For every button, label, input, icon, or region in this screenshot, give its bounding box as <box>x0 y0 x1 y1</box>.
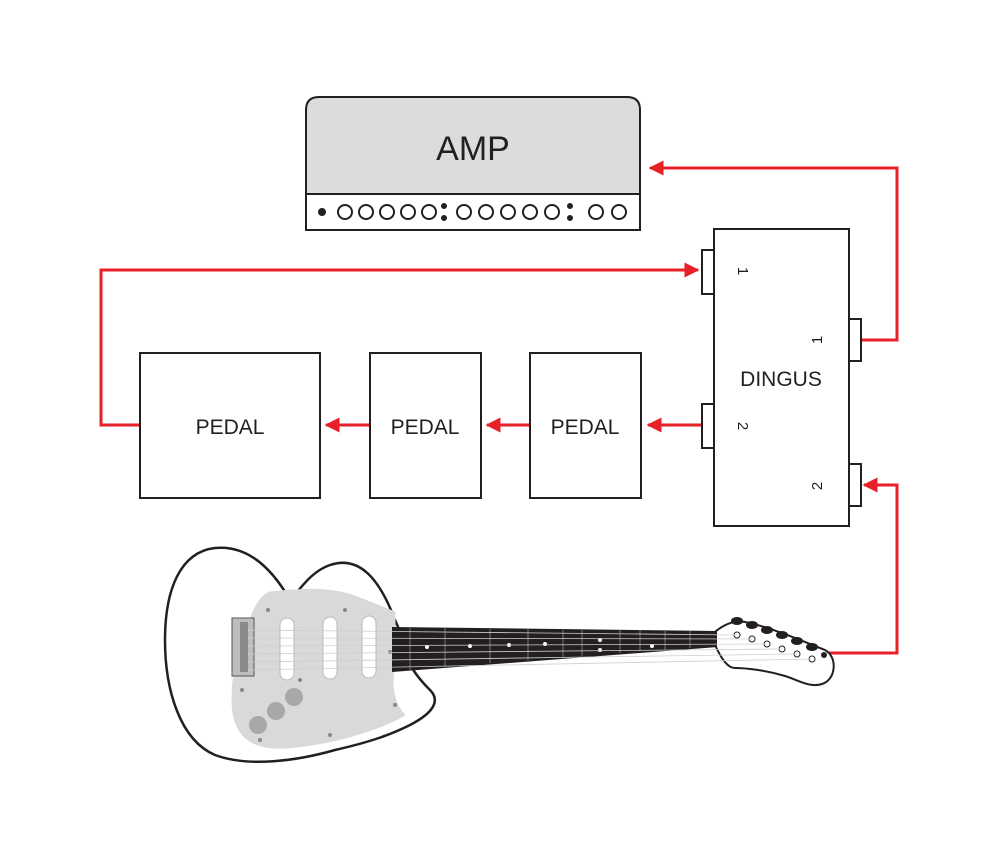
guitar-pickup-bridge <box>279 617 295 681</box>
guitar-headstock <box>715 620 835 686</box>
cable-pedal-to-dingus-in1 <box>99 262 700 427</box>
pedal-3-box <box>529 352 642 499</box>
electric-guitar-icon <box>163 546 835 763</box>
dingus: DINGUS 1 2 1 2 <box>701 228 862 527</box>
dingus-jack-label-right-2: 2 <box>809 482 826 490</box>
guitar-knob-tone-2 <box>249 716 267 734</box>
amp-jack-dot <box>567 215 573 221</box>
knob-icon <box>478 204 494 220</box>
knob-icon <box>588 204 604 220</box>
dingus-jack-right-1 <box>848 318 862 362</box>
guitar-pickup-middle <box>322 616 338 680</box>
guitar-frets <box>409 628 691 670</box>
guitar-tuners <box>731 617 818 651</box>
dingus-jack-left-1 <box>701 249 715 295</box>
pedals: PEDAL PEDAL PEDAL <box>139 352 642 499</box>
dingus-jack-label-left-1: 1 <box>734 267 751 275</box>
guitar-knob-volume <box>285 688 303 706</box>
knob-icon <box>400 204 416 220</box>
dingus-jack-right-2 <box>848 463 862 507</box>
guitar-strings <box>247 629 813 671</box>
guitar-knob-tone-1 <box>267 702 285 720</box>
cable-guitar-to-dingus <box>826 477 899 655</box>
amp-indicator <box>318 208 326 216</box>
knob-icon <box>337 204 353 220</box>
guitar-fretboard <box>392 627 718 672</box>
pedal-2-box <box>369 352 482 499</box>
amp-jack-dot <box>441 215 447 221</box>
knob-icon <box>358 204 374 220</box>
cables <box>99 160 899 655</box>
knob-icon <box>456 204 472 220</box>
guitar-pickup-neck <box>361 615 377 679</box>
pedal-1-label: PEDAL <box>196 416 265 439</box>
dingus-jack-label-left-2: 2 <box>734 422 751 430</box>
dingus-label: DINGUS <box>740 368 822 391</box>
pedal-3-label: PEDAL <box>551 416 620 439</box>
knob-icon <box>611 204 627 220</box>
dingus-body <box>713 228 850 527</box>
knob-icon <box>522 204 538 220</box>
amp-jack-dot <box>441 203 447 209</box>
knob-icon <box>379 204 395 220</box>
amp-jack-dot <box>567 203 573 209</box>
knob-icon <box>421 204 437 220</box>
cable-dingus-to-amp <box>648 160 899 342</box>
amp-knobs <box>318 203 627 221</box>
amp-label: AMP <box>436 130 510 168</box>
guitar-bridge-plate <box>240 622 248 672</box>
pedal-1-box <box>139 352 321 499</box>
dingus-jack-label-right-1: 1 <box>809 336 826 344</box>
guitar-output-jack <box>821 652 827 658</box>
dingus-jack-left-2 <box>701 403 715 449</box>
pedal-2-label: PEDAL <box>391 416 460 439</box>
knob-icon <box>500 204 516 220</box>
guitar-screws <box>240 608 397 742</box>
knob-icon <box>544 204 560 220</box>
amp: AMP <box>305 96 641 231</box>
